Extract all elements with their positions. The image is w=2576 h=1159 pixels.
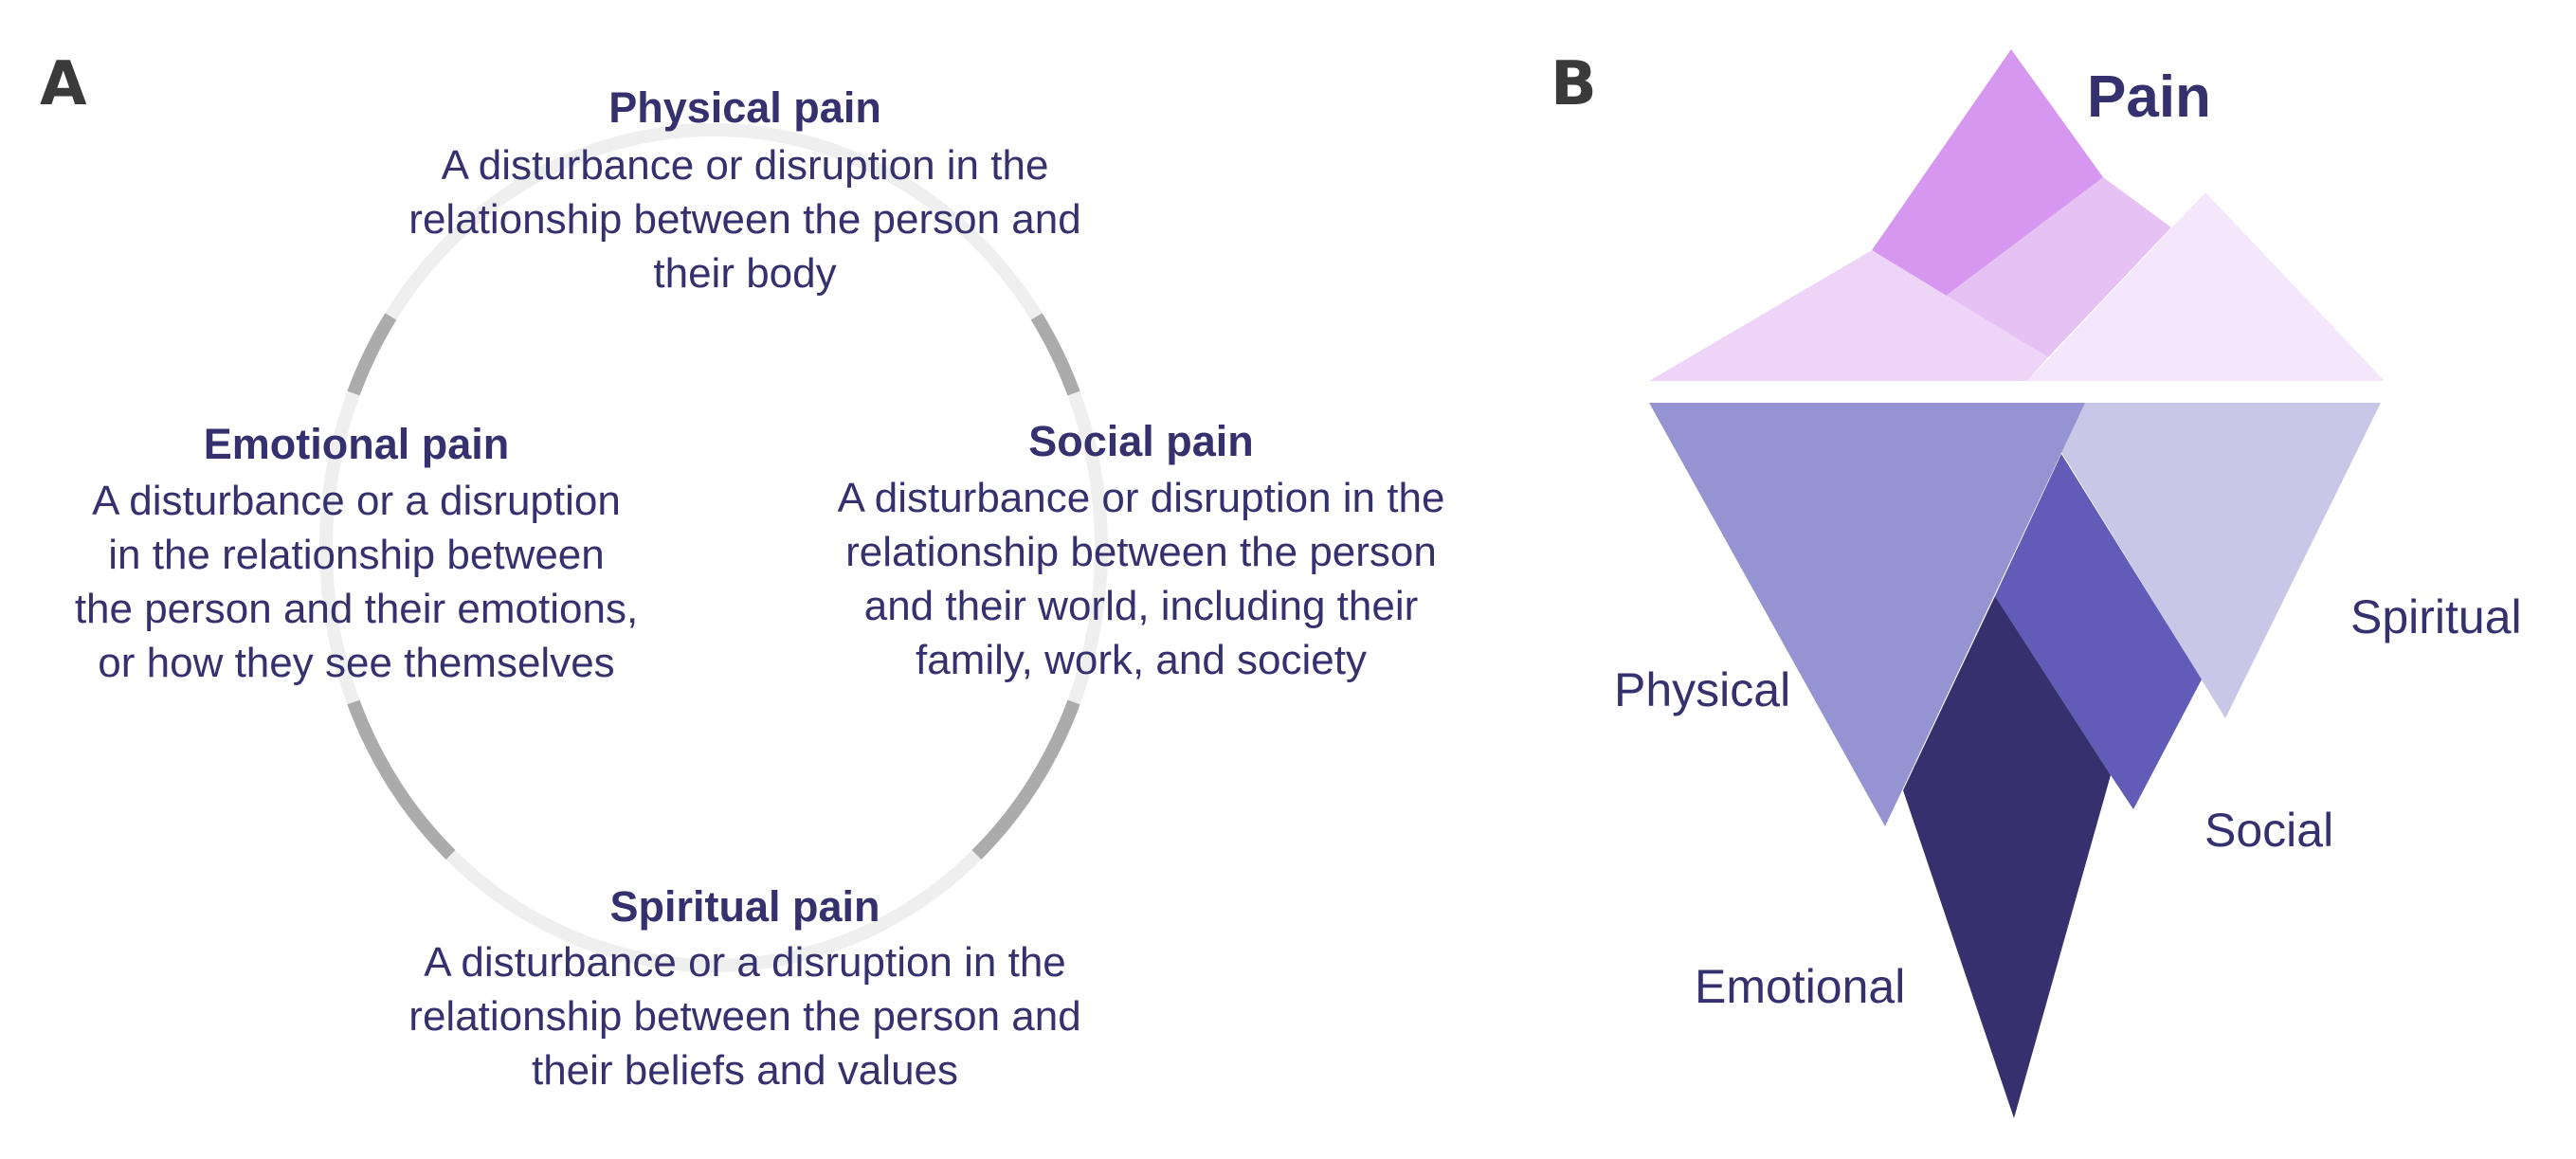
physical-pain-line: relationship between the person and — [408, 196, 1080, 243]
spiritual-pain-block: Spiritual pain A disturbance or a disrup… — [408, 882, 1080, 1094]
physical-pain-line: their body — [653, 250, 836, 297]
emotional-pain-line: in the relationship between — [108, 532, 604, 578]
iceberg-physical-facet — [1649, 403, 2085, 826]
iceberg-tip-right-peak — [2027, 192, 2385, 381]
pain-title: Pain — [2087, 64, 2211, 130]
emotional-pain-line: or how they see themselves — [98, 640, 614, 686]
ring-segment-left-lower — [347, 699, 456, 860]
spiritual-pain-line: their beliefs and values — [532, 1047, 958, 1094]
pain-cycle-ring — [319, 123, 1108, 972]
panel-a: A Physical pain A disturbance or disrupt… — [40, 49, 1444, 1094]
physical-pain-line: A disturbance or disruption in the — [442, 142, 1049, 189]
ring-segment-right-upper — [1030, 313, 1080, 396]
social-pain-line: A disturbance or disruption in the — [838, 475, 1445, 521]
spiritual-pain-line: A disturbance or a disruption in the — [424, 939, 1066, 986]
social-label: Social — [2204, 804, 2333, 857]
emotional-pain-line: the person and their emotions, — [75, 586, 638, 632]
iceberg-tip-left-facet — [1649, 250, 2048, 381]
spiritual-label: Spiritual — [2350, 590, 2522, 643]
spiritual-pain-line: relationship between the person and — [408, 993, 1080, 1040]
iceberg-tip: Pain — [1649, 49, 2385, 381]
panel-a-label: A — [40, 49, 87, 119]
social-pain-block: Social pain A disturbance or disruption … — [838, 417, 1445, 683]
iceberg-underwater: Physical Spiritual Social Emotional — [1614, 403, 2522, 1118]
emotional-pain-line: A disturbance or a disruption — [92, 478, 621, 524]
iceberg-spiritual-facet — [2031, 403, 2381, 718]
ring-segment-left-upper — [347, 313, 397, 396]
iceberg-social-facet — [1995, 454, 2202, 809]
panel-b-label: B — [1551, 49, 1597, 119]
emotional-pain-block: Emotional pain A disturbance or a disrup… — [75, 420, 638, 686]
iceberg-emotional-facet — [1903, 596, 2111, 1118]
panel-b: B Pain Physical Spiritual Social Emotion… — [1551, 49, 2522, 1118]
iceberg-tip-middle-facet — [1946, 177, 2171, 357]
social-pain-line: family, work, and society — [916, 637, 1367, 683]
physical-pain-title: Physical pain — [608, 83, 881, 132]
emotional-label: Emotional — [1695, 960, 1905, 1013]
iceberg-tip-peak — [1872, 49, 2103, 337]
ring-segment-right-lower — [971, 699, 1080, 860]
social-pain-line: and their world, including their — [864, 583, 1419, 629]
social-pain-line: relationship between the person — [845, 529, 1437, 575]
ring-base — [319, 123, 1108, 972]
spiritual-pain-title: Spiritual pain — [609, 882, 880, 931]
emotional-pain-title: Emotional pain — [204, 420, 510, 468]
physical-label: Physical — [1614, 663, 1790, 716]
physical-pain-block: Physical pain A disturbance or disruptio… — [408, 83, 1080, 297]
social-pain-title: Social pain — [1028, 417, 1254, 465]
